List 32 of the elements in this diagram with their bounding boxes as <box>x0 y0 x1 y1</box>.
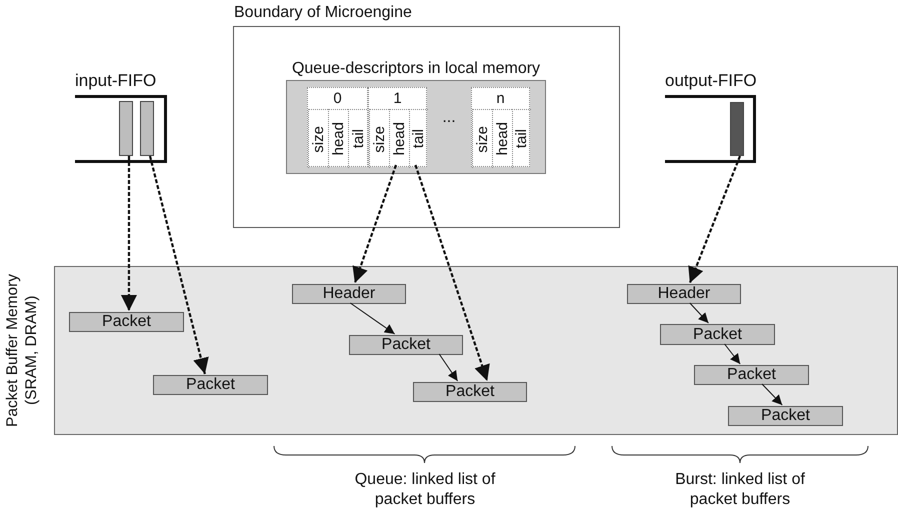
column-header: n <box>495 88 506 108</box>
column-header: 0 <box>332 88 343 108</box>
memory-title: Packet Buffer Memory (SRAM, DRAM) <box>3 272 41 430</box>
brace-caption: Burst: linked list of packet buffers <box>674 470 806 510</box>
packet-buffer: Packet <box>153 375 268 395</box>
packet-buffer: Header <box>292 284 406 304</box>
packet-buffer: Packet <box>728 406 843 426</box>
arrow <box>438 354 458 382</box>
arrow <box>414 164 490 382</box>
fifo-slot <box>119 101 133 156</box>
fifo-title: input-FIFO <box>75 72 156 90</box>
arrow <box>689 302 709 324</box>
arrow <box>120 156 137 311</box>
panel-title: Queue-descriptors in local memory <box>290 60 542 78</box>
brace-caption: Queue: linked list of packet buffers <box>354 470 496 510</box>
packet-buffer: Header <box>627 284 741 304</box>
fifo-slot <box>140 101 154 156</box>
packet-buffer: Packet <box>349 335 463 355</box>
arrow <box>762 384 783 406</box>
packet-buffer: Packet <box>694 365 809 385</box>
fifo-title: output-FIFO <box>665 72 757 90</box>
packet-buffer: Packet <box>413 382 527 402</box>
ellipsis-text: ... <box>441 108 457 128</box>
column-header: 1 <box>392 88 403 108</box>
arrow <box>350 302 396 334</box>
arrow <box>352 164 398 284</box>
arrow <box>148 156 209 374</box>
packet-buffer: Packet <box>69 312 184 332</box>
arrow <box>724 344 741 364</box>
packet-buffer: Packet <box>660 324 775 345</box>
boundary-title: Boundary of Microengine <box>234 4 412 22</box>
fifo-slot <box>730 102 744 156</box>
